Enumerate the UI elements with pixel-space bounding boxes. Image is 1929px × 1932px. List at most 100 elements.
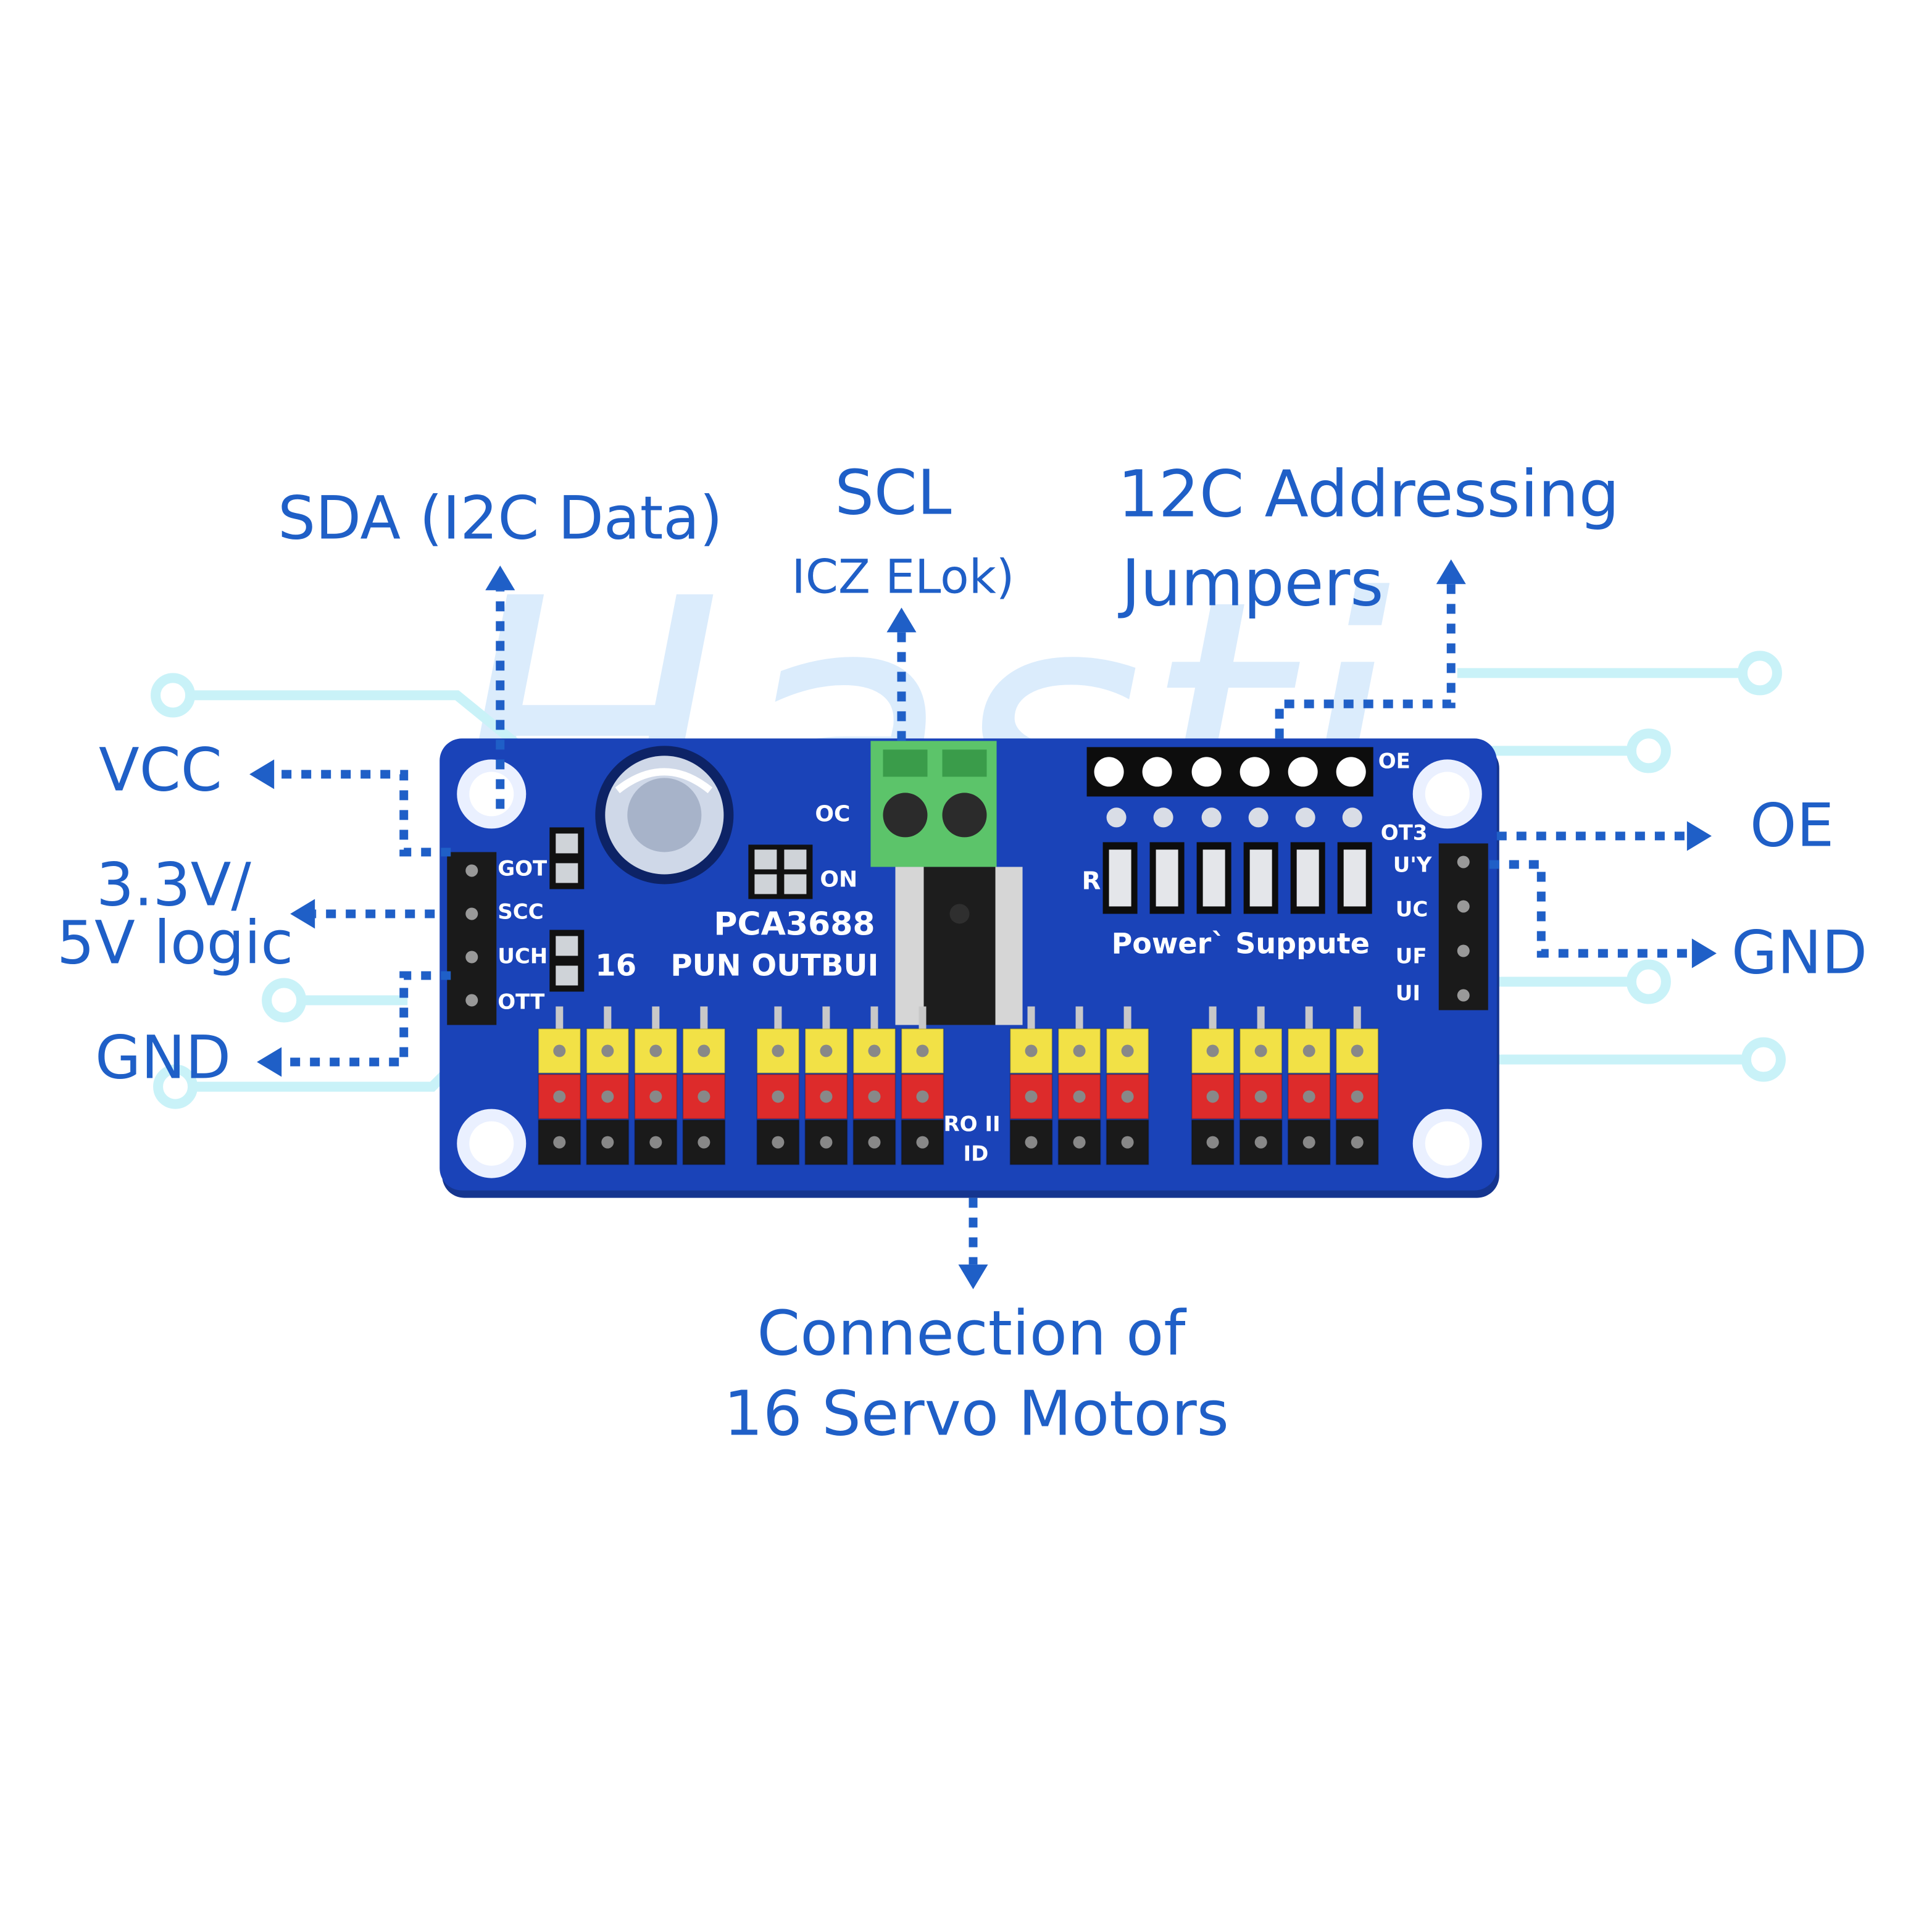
servo-header-7 [901,1006,944,1165]
servo-pin-lead [652,1006,660,1029]
silk-oe-top: OE [1378,749,1410,773]
servo-header-6 [852,1006,896,1165]
silk-16: 16 [595,949,636,983]
servo-header-2 [634,1006,678,1165]
servo-header-4 [756,1006,800,1165]
servo-pin [1302,1044,1315,1057]
smd-pads-left [549,827,813,992]
silk-chip-sub: PUN OUTBUI [670,949,878,983]
circuit-decoration [151,651,1786,1109]
servo-pin [698,1136,710,1149]
right-header-pins [1438,843,1488,1010]
servo-header-9 [1057,1006,1101,1165]
servo-pin [820,1044,833,1057]
servo-pin [1351,1090,1364,1103]
servo-header-10 [1106,1006,1149,1165]
servo-header-14 [1335,1006,1379,1165]
servo-pin [1025,1044,1038,1057]
smd-resistor-row [1102,807,1372,914]
silk-right-pin-1: U'Y [1393,852,1432,877]
servo-pin [1254,1090,1267,1103]
power-terminal-block [870,741,997,867]
label-logic-line1: 3.3V/ [96,850,251,919]
servo-pin [1206,1090,1219,1103]
arrow-scl [886,607,917,633]
servo-pin [1025,1136,1038,1149]
servo-headers [538,1006,1379,1165]
capacitor [595,746,734,885]
servo-pin [1121,1090,1134,1103]
servo-pin [1351,1136,1364,1149]
servo-pin [1121,1136,1134,1149]
servo-pin-lead [1257,1006,1265,1029]
silk-right-pin-2: UC [1396,897,1428,922]
servo-pin-lead [774,1006,782,1029]
servo-pin-lead [1123,1006,1131,1029]
servo-pin-lead [1353,1006,1361,1029]
servo-pin-lead [1027,1006,1035,1029]
servo-pin-block [1009,1073,1053,1120]
label-logic-line2: 5V logic [57,908,293,977]
arrow-oe [1686,821,1712,851]
servo-pin-lead [919,1006,927,1029]
silk-right-pin-3: UF [1396,944,1427,968]
servo-pin [868,1090,881,1103]
label-servo-line2: 16 Servo Motors [723,1378,1229,1450]
label-gnd-right: GND [1731,918,1867,988]
arrow-servo [958,1264,988,1289]
servo-pin-lead [870,1006,878,1029]
servo-pin [1254,1044,1267,1057]
silk-right-pin-0: OT3 [1381,820,1428,845]
servo-pin [916,1136,929,1149]
label-gnd-left: GND [95,1023,231,1093]
servo-pin-block [586,1028,630,1074]
servo-pin [1121,1044,1134,1057]
mounting-holes [457,759,1482,1178]
servo-pin [601,1090,614,1103]
servo-pin-lead [604,1006,612,1029]
silk-r: R [1082,867,1101,895]
silk-power-label: Power` Suppute [1112,926,1370,960]
servo-pin [772,1044,785,1057]
servo-pin-block [756,1119,800,1165]
servo-pin [649,1136,662,1149]
label-addr-line2: Jumpers [1118,545,1384,620]
servo-pin [868,1044,881,1057]
servo-header-12 [1239,1006,1283,1165]
servo-pin-lead [1305,1006,1313,1029]
silk-right-pin-labels: OT3 U'Y UC UF UI [1381,820,1432,1006]
servo-pin-block [1057,1119,1101,1165]
label-scl-sub: ICZ ELok) [791,549,1014,604]
label-scl: SCL [835,456,951,528]
silk-chip-name: PCA3688 [714,906,875,943]
servo-pin [649,1044,662,1057]
leader-lines [249,559,1717,1289]
servo-pin-block [586,1073,630,1120]
address-jumper-pads [1086,747,1373,797]
servo-header-11 [1191,1006,1235,1165]
servo-header-8 [1009,1006,1053,1165]
servo-pin [772,1136,785,1149]
servo-pin-lead [822,1006,830,1029]
servo-pin [1254,1136,1267,1149]
arrow-logic [290,899,315,929]
silk-left-pin-2: UCH [498,944,548,968]
leader-vcc [274,770,451,857]
silk-left-pin-labels: GOT SCC UCH OTT [498,856,548,1014]
left-header-pins [447,852,497,1025]
servo-pin [916,1090,929,1103]
servo-pin-block [1239,1073,1283,1120]
servo-header-0 [538,1006,581,1165]
pcb-board: PCA3688 PUN OUTBUI 16 OC ON OE R Power` … [440,738,1499,1198]
arrow-gnd-left [257,1047,282,1077]
servo-header-3 [682,1006,726,1165]
servo-pin [601,1136,614,1149]
servo-header-1 [586,1006,630,1165]
servo-header-5 [804,1006,848,1165]
silk-left-pin-0: GOT [498,856,548,881]
leader-addr [1275,584,1456,739]
silk-left-pin-1: SCC [498,899,543,924]
servo-pin-lead [1209,1006,1217,1029]
label-addr-line1: 12C Addressing [1118,456,1620,531]
